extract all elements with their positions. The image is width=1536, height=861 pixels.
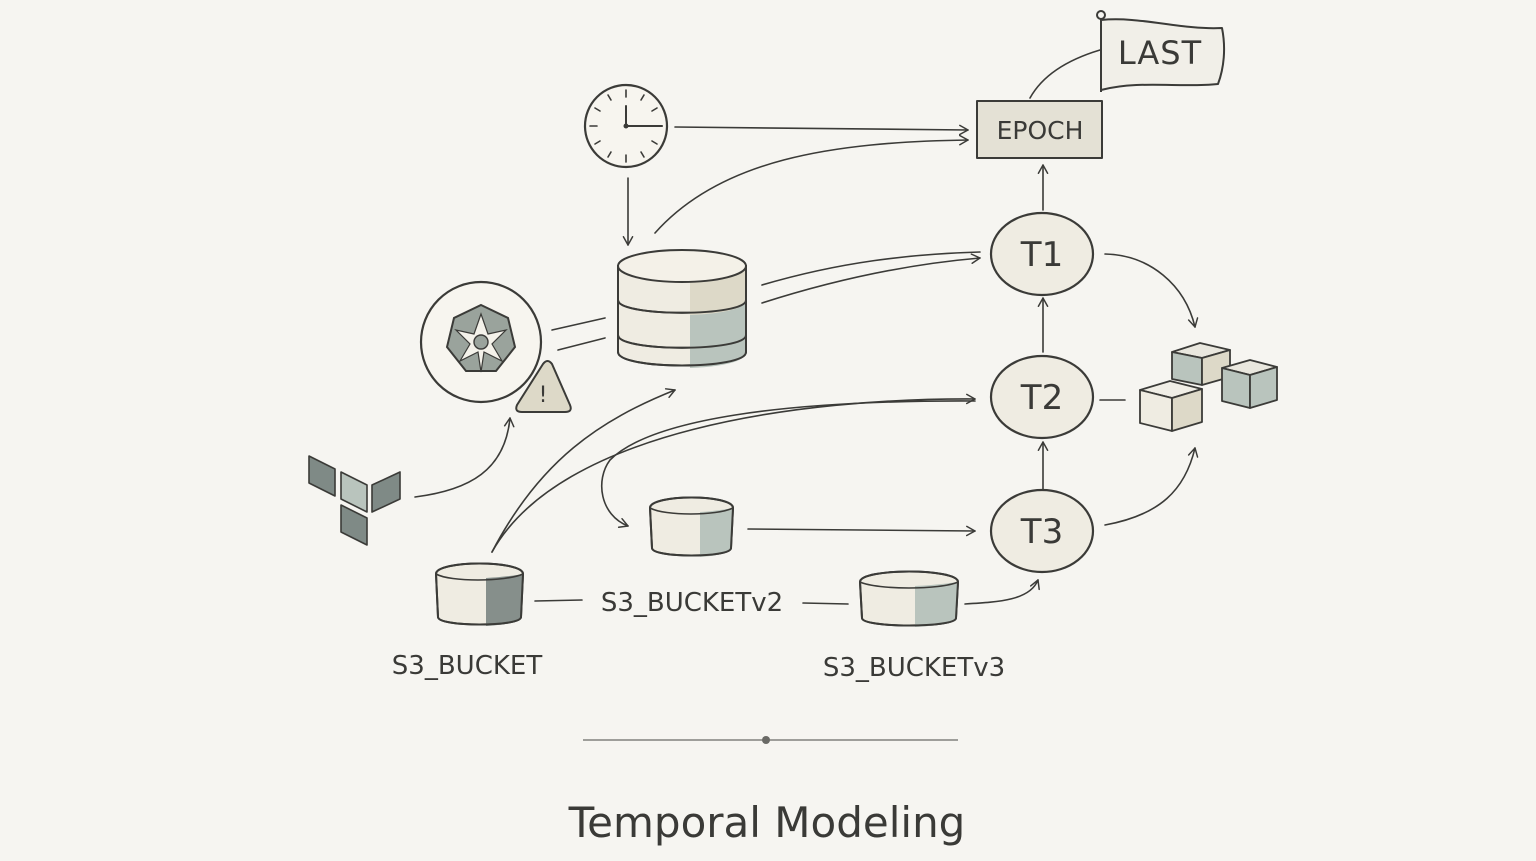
arrow-clock-to-epoch: [674, 124, 969, 136]
bucket-icon: [434, 562, 525, 626]
cubes-icon: [1139, 342, 1278, 432]
arrow-bucket-v2-to-t3: [747, 525, 976, 537]
bucket-v3-icon: [858, 570, 960, 627]
clock-icon: [583, 83, 669, 169]
arrow-bucket-to-database: [491, 388, 676, 553]
t2-label: T2: [1020, 378, 1063, 418]
epoch-node: EPOCH: [976, 100, 1103, 159]
s3-bucket-label: S3_BUCKET: [392, 651, 543, 681]
kubernetes-icon: [419, 280, 543, 404]
warning-icon: !: [515, 360, 572, 413]
s3-bucket-v2-label: S3_BUCKETv2: [601, 588, 783, 618]
t1-node: T1: [989, 211, 1095, 297]
arrow-database-to-t1-b: [761, 253, 981, 304]
s3-bucket-v3-label: S3_BUCKETv3: [823, 653, 1005, 683]
warning-mark: !: [539, 383, 548, 408]
page-title: Temporal Modeling: [568, 798, 966, 847]
link-bucket-to-label-v2: [534, 599, 583, 602]
last-flag-label: LAST: [1118, 34, 1202, 72]
arrow-t2-loop-to-bucket-v2: [600, 400, 976, 528]
arrow-bucket-v3-to-t3: [964, 579, 1040, 605]
arrow-bucket-to-t2: [491, 393, 976, 553]
terraform-icon: [308, 455, 401, 546]
t2-node: T2: [989, 354, 1095, 440]
flag-icon: LAST: [1096, 10, 1226, 92]
link-epoch-to-flag: [1029, 49, 1101, 99]
link-kubernetes-to-database-a: [551, 317, 606, 331]
arrow-t1-to-cubes: [1104, 253, 1199, 328]
title-divider: [583, 736, 958, 744]
arrow-database-to-epoch: [654, 134, 969, 234]
epoch-label: EPOCH: [997, 116, 1084, 145]
database-icon: [617, 249, 747, 368]
t1-label: T1: [1020, 235, 1063, 275]
link-kubernetes-to-database-b: [557, 337, 606, 351]
arrow-terraform-to-warning: [414, 417, 515, 498]
bucket-v2-icon: [648, 496, 735, 557]
connectors: [414, 49, 1199, 605]
t3-label: T3: [1020, 512, 1063, 552]
arrow-t3-to-cubes: [1104, 447, 1199, 526]
arrow-database-to-t1-a: [761, 251, 981, 286]
link-label-v2-to-bucket-v3: [802, 602, 849, 605]
t3-node: T3: [989, 488, 1095, 574]
